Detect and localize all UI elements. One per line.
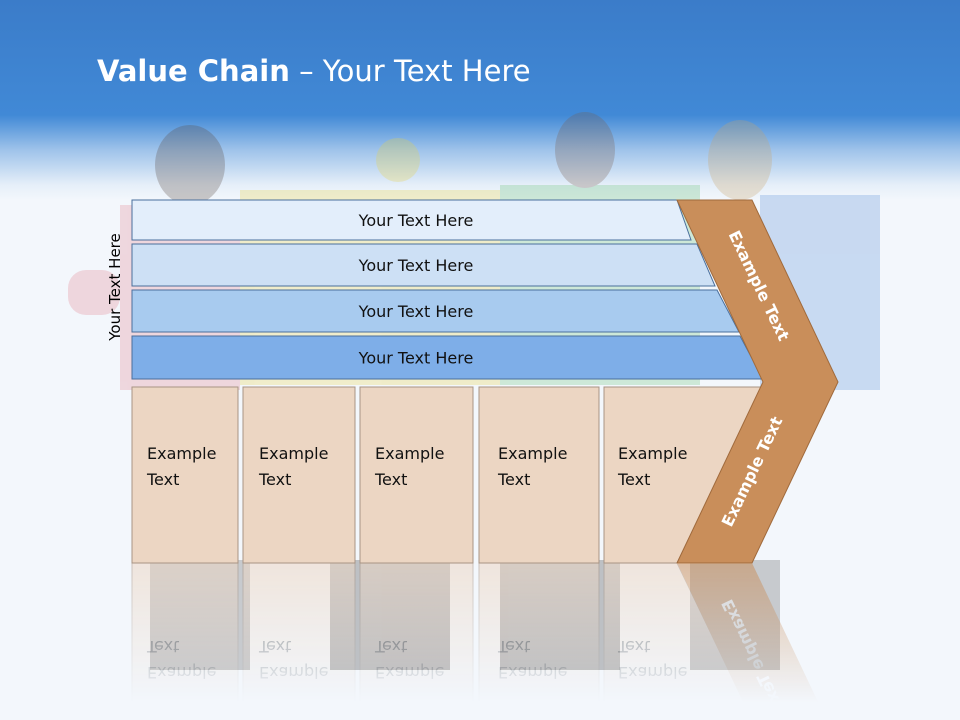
box-3 (359, 386, 474, 564)
box-label-line2: Text (617, 470, 650, 489)
box-label-5: Example Text (617, 637, 687, 682)
header-band (0, 0, 960, 200)
bar-label-1: Your Text Here (358, 211, 474, 230)
puzzle-piece-yellow (376, 138, 420, 182)
person-head (708, 120, 772, 200)
box-label-line1: Example (147, 663, 216, 682)
reflection: ExampleTextExampleTextExampleTextExample… (131, 562, 827, 720)
box-label-3: Example Text (374, 637, 444, 682)
box-label-line2: Text (146, 637, 179, 656)
box-2 (242, 386, 356, 564)
box-label-line1: Example (498, 663, 567, 682)
box-1 (131, 386, 239, 564)
box-label-line1: Example (259, 663, 328, 682)
box-label-1: Example Text (146, 637, 216, 682)
reflection-inner: ExampleTextExampleTextExampleTextExample… (131, 562, 827, 720)
person-head (155, 125, 225, 205)
bar-label-4: Your Text Here (358, 349, 474, 368)
box-label-4: Example Text (497, 637, 567, 682)
box-label-line2: Text (258, 470, 291, 489)
box-4 (478, 386, 600, 564)
slide-title: Value Chain – Your Text Here (97, 54, 531, 88)
box-label-line1: Example (498, 444, 567, 463)
box-label-line2: Text (146, 470, 179, 489)
reflection-box-3 (359, 562, 474, 720)
reflection-box-2 (242, 562, 356, 720)
bar-label-3: Your Text Here (358, 302, 474, 321)
box-label-line2: Text (497, 637, 530, 656)
reflection-box-1 (131, 562, 239, 720)
box-label-line1: Example (618, 663, 687, 682)
title-bold: Value Chain (97, 54, 290, 88)
box-label-line2: Text (258, 637, 291, 656)
box-label-line1: Example (375, 663, 444, 682)
box-label-line2: Text (374, 470, 407, 489)
person-head (555, 112, 615, 188)
reflection-box-4 (478, 562, 600, 720)
bar-1 (131, 199, 692, 241)
bar-2 (131, 243, 716, 287)
box-label-line1: Example (147, 444, 216, 463)
box-label-2: Example Text (258, 637, 328, 682)
box-label-line1: Example (259, 444, 328, 463)
box-label-line1: Example (375, 444, 444, 463)
bar-label-2: Your Text Here (358, 256, 474, 275)
title-rest: – Your Text Here (289, 54, 531, 88)
box-label-line2: Text (374, 637, 407, 656)
puzzle-piece-pink (68, 270, 120, 315)
box-label-line2: Text (617, 637, 650, 656)
reflection-chevron (677, 563, 827, 720)
box-label-line1: Example (618, 444, 687, 463)
box-label-line2: Text (497, 470, 530, 489)
